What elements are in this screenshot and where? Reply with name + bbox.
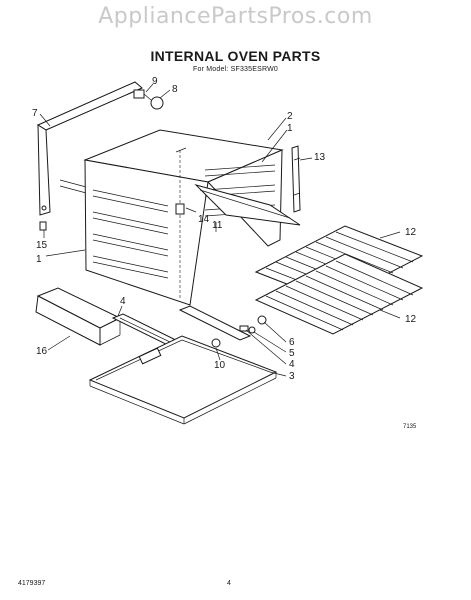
callout-3: 3 (289, 371, 295, 382)
callout-16: 16 (36, 346, 48, 357)
part-light-socket-bulb (133, 89, 164, 110)
callout-12-upper: 12 (405, 227, 417, 238)
callout-11: 11 (212, 220, 223, 231)
callout-13: 13 (314, 152, 326, 163)
callout-7: 7 (32, 108, 38, 119)
callout-5: 5 (289, 348, 295, 359)
callout-14: 14 (198, 214, 210, 225)
callout-6: 6 (289, 337, 295, 348)
part-oven-rack-lower (254, 253, 424, 335)
part-front-trim (35, 287, 122, 346)
callout-12-lower: 12 (405, 314, 417, 325)
part-oven-bottom (88, 335, 278, 425)
page-number: 4 (227, 580, 231, 587)
part-side-bracket (291, 145, 301, 213)
leader-lines (39, 83, 401, 377)
callout-1-upper: 1 (287, 123, 293, 134)
callout-2: 2 (287, 111, 293, 122)
callout-8: 8 (172, 84, 178, 95)
callout-4-lower: 4 (289, 359, 295, 370)
callout-labels: 7 9 8 2 1 13 14 11 15 1 12 12 4 16 6 5 4… (32, 76, 417, 382)
callout-15: 15 (36, 240, 48, 251)
callout-4-upper: 4 (120, 296, 126, 307)
model-subtitle: For Model: SF335ESRW0 (193, 66, 278, 73)
part-rear-bracket (194, 184, 301, 226)
callout-9: 9 (152, 76, 158, 87)
document-number: 4179397 (18, 580, 46, 587)
page-title: INTERNAL OVEN PARTS (150, 48, 321, 64)
callout-1-left: 1 (36, 254, 42, 265)
part-misc-small (39, 203, 185, 231)
diagram-code: 7135 (403, 424, 417, 430)
callout-10: 10 (214, 360, 226, 371)
watermark: AppliancePartsPros.com (98, 4, 373, 29)
